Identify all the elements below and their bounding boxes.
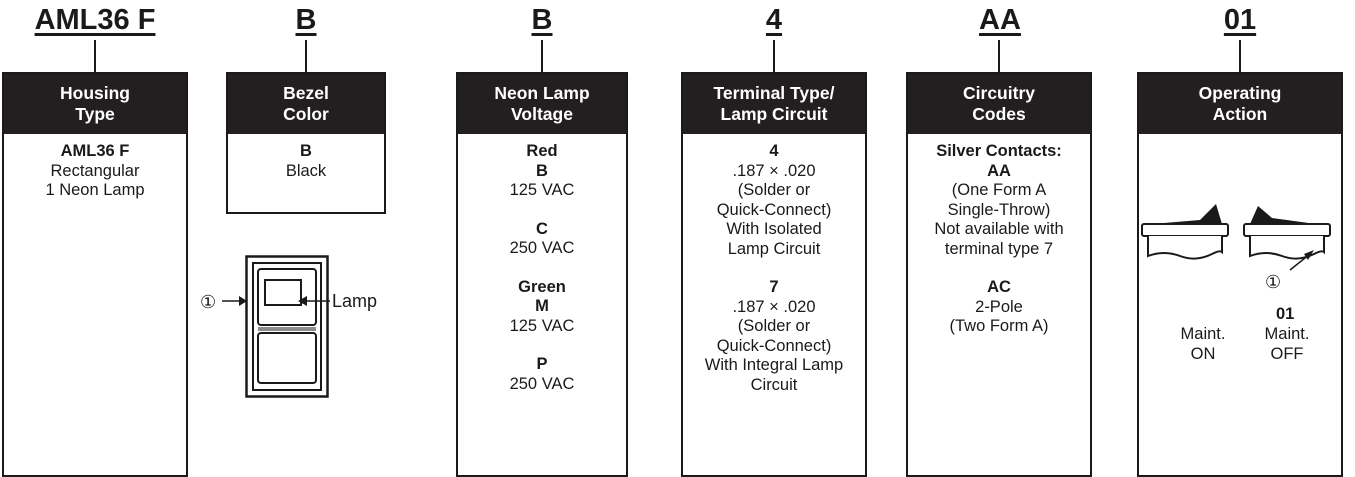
option-description: Quick-Connect) xyxy=(716,336,832,355)
option-description: 2-Pole xyxy=(975,297,1023,316)
option-description: 250 VAC xyxy=(509,374,575,393)
option-description: Single-Throw) xyxy=(947,200,1051,219)
rocker-switch-illustration xyxy=(1141,204,1331,271)
option-description: With Isolated xyxy=(726,220,822,238)
switch-front-illustration xyxy=(245,255,329,398)
option-description: terminal type 7 xyxy=(944,239,1054,258)
column-code-5: AA xyxy=(979,4,1021,36)
option-description: Not available with xyxy=(934,220,1064,238)
connector-line xyxy=(773,40,775,72)
action-callout-marker: ① xyxy=(1265,272,1282,292)
column-header-line: Voltage xyxy=(511,104,573,124)
connector-line xyxy=(1239,40,1241,72)
column-header-line: Neon Lamp xyxy=(494,83,590,103)
option-description: 125 VAC xyxy=(509,316,575,335)
column-header: Terminal Type/Lamp Circuit xyxy=(683,74,865,134)
option-description: Rectangular xyxy=(50,161,140,180)
option-description: (Two Form A) xyxy=(949,317,1049,335)
option-description: (Solder or xyxy=(737,181,811,199)
column-header-line: Action xyxy=(1212,104,1268,124)
column-code-1: AML36 F xyxy=(34,4,156,36)
option-code: Green xyxy=(518,277,566,296)
column-code-6: 01 xyxy=(1223,4,1257,36)
column-header-line: Circuitry xyxy=(963,83,1035,103)
option-code: P xyxy=(536,355,548,373)
action-on-line2: ON xyxy=(1190,344,1216,363)
callout-marker: ① xyxy=(200,292,217,312)
action-maint-on: Maint. ON xyxy=(1168,325,1238,364)
option-description: 250 VAC xyxy=(509,239,575,257)
arrow-left-icon xyxy=(298,296,330,306)
arrow-right-icon xyxy=(222,296,247,306)
action-on-line1: Maint. xyxy=(1180,325,1226,343)
column-header-line: Operating xyxy=(1198,83,1282,103)
option-code: AML36 F xyxy=(60,142,130,160)
connector-line xyxy=(998,40,1000,72)
column-header-line: Terminal Type/ xyxy=(713,83,835,103)
connector-line xyxy=(94,40,96,72)
connector-line xyxy=(305,40,307,72)
option-description: Black xyxy=(285,161,327,180)
connector-line xyxy=(541,40,543,72)
option-code: 7 xyxy=(769,278,779,296)
column-header-line: Codes xyxy=(972,104,1026,124)
spacer xyxy=(683,259,865,278)
column-code-4: 4 xyxy=(765,4,783,36)
option-code: B xyxy=(300,142,312,160)
option-description: (Solder or xyxy=(737,317,811,335)
column-header-line: Color xyxy=(283,104,329,124)
option-description: Quick-Connect) xyxy=(716,200,832,219)
option-description: Lamp Circuit xyxy=(727,239,821,258)
option-code: B xyxy=(536,161,548,180)
option-code: Red xyxy=(526,142,558,160)
option-description: With Integral Lamp xyxy=(704,356,844,374)
option-code: Silver Contacts: xyxy=(936,142,1062,160)
option-code: 4 xyxy=(769,142,779,160)
option-code: AA xyxy=(987,161,1011,180)
option-description: .187 × .020 xyxy=(732,297,816,316)
action-off-line1: Maint. xyxy=(1264,325,1310,343)
spacer xyxy=(458,336,626,355)
spacer xyxy=(908,259,1090,278)
column-code-2: B xyxy=(295,4,317,36)
option-description: .187 × .020 xyxy=(732,161,816,180)
action-off-line2: OFF xyxy=(1270,344,1304,363)
option-description: 1 Neon Lamp xyxy=(45,181,145,199)
action-maint-off: Maint. OFF xyxy=(1252,325,1322,364)
action-code: 01 xyxy=(1276,305,1295,323)
option-code: M xyxy=(535,297,549,315)
option-description: (One Form A xyxy=(951,181,1047,199)
column-header-line: Lamp Circuit xyxy=(720,104,828,124)
lamp-label: Lamp xyxy=(332,291,378,311)
spacer xyxy=(458,259,626,278)
option-description: Circuit xyxy=(750,375,798,394)
option-code: C xyxy=(536,219,548,238)
option-description: 125 VAC xyxy=(509,181,575,199)
column-body xyxy=(1139,134,1341,142)
column-header-line: Type xyxy=(75,104,115,124)
spacer xyxy=(458,201,626,220)
column-header-line: Housing xyxy=(60,83,130,103)
option-code: AC xyxy=(987,278,1011,296)
column-header-line: Bezel xyxy=(283,83,329,103)
column-code-3: B xyxy=(531,4,553,36)
